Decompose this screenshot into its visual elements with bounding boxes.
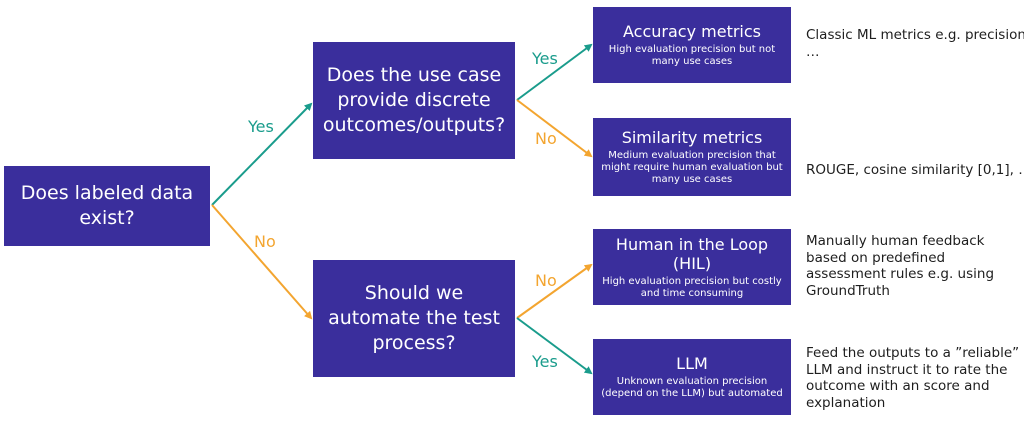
edge-label-discrete-yes: Yes xyxy=(532,49,558,68)
discrete-outcomes-question-text: Does the use case provide discrete outco… xyxy=(322,64,506,136)
edge-root-to-automate-no xyxy=(211,204,313,320)
hil-note-line: based on predefined xyxy=(806,249,946,266)
hil-note-line: GroundTruth xyxy=(806,282,890,299)
edge-label-automate-yes: Yes xyxy=(532,352,558,371)
discrete-outcomes-question-box: Does the use case provide discrete outco… xyxy=(313,42,515,159)
accuracy-metrics-box: Accuracy metrics High evaluation precisi… xyxy=(593,7,791,83)
hil-title: Human in the Loop (HIL) xyxy=(615,234,769,273)
hil-subtitle: High evaluation precision but costly and… xyxy=(602,275,782,299)
llm-note-line: explanation xyxy=(806,394,886,411)
root-question-text: Does labeled data exist? xyxy=(20,182,194,229)
similarity-note-line: ROUGE, cosine similarity [0,1], … xyxy=(806,162,1024,178)
llm-note: Feed the outputs to a ”reliable” LLM and… xyxy=(806,345,1019,411)
edge-discrete-to-similarity-no xyxy=(516,99,593,158)
llm-subtitle: Unknown evaluation precision (depend on … xyxy=(601,376,783,399)
hil-note-line: Manually human feedback xyxy=(806,233,985,249)
hil-note-line: assessment rules e.g. using xyxy=(806,266,995,282)
edge-automate-to-hil-no xyxy=(516,263,593,319)
llm-note-line: LLM and instruct it to rate the xyxy=(806,361,1008,378)
edge-label-discrete-no: No xyxy=(535,129,557,148)
hil-note: Manually human feedback based on predefi… xyxy=(806,233,994,299)
similarity-note: ROUGE, cosine similarity [0,1], … xyxy=(806,162,1024,179)
edge-label-automate-no: No xyxy=(535,271,557,290)
accuracy-metrics-title: Accuracy metrics xyxy=(623,22,761,41)
llm-note-line: outcome with an score and xyxy=(806,378,990,394)
llm-title: LLM xyxy=(676,354,708,373)
edge-automate-to-llm-yes xyxy=(516,317,593,375)
automate-test-question-box: Should we automate the test process? xyxy=(313,260,515,377)
edge-label-root-yes: Yes xyxy=(248,117,274,136)
llm-note-line: Feed the outputs to a ”reliable” xyxy=(806,345,1020,361)
accuracy-note-line: … xyxy=(806,43,820,60)
similarity-metrics-box: Similarity metrics Medium evaluation pre… xyxy=(593,118,791,196)
root-question-box: Does labeled data exist? xyxy=(4,166,210,246)
accuracy-note-line: Classic ML metrics e.g. precision, xyxy=(806,27,1024,43)
edge-root-to-discrete-yes xyxy=(211,102,313,206)
edge-label-root-no: No xyxy=(254,232,276,251)
accuracy-metrics-subtitle: High evaluation precision but not many u… xyxy=(608,44,776,67)
automate-test-question-text: Should we automate the test process? xyxy=(328,282,500,354)
edge-discrete-to-accuracy-yes xyxy=(516,43,593,101)
llm-box: LLM Unknown evaluation precision (depend… xyxy=(593,339,791,415)
similarity-metrics-subtitle: Medium evaluation precision that might r… xyxy=(601,150,783,185)
accuracy-note: Classic ML metrics e.g. precision, … xyxy=(806,27,1024,60)
hil-box: Human in the Loop (HIL) High evaluation … xyxy=(593,229,791,305)
similarity-metrics-title: Similarity metrics xyxy=(621,128,763,147)
